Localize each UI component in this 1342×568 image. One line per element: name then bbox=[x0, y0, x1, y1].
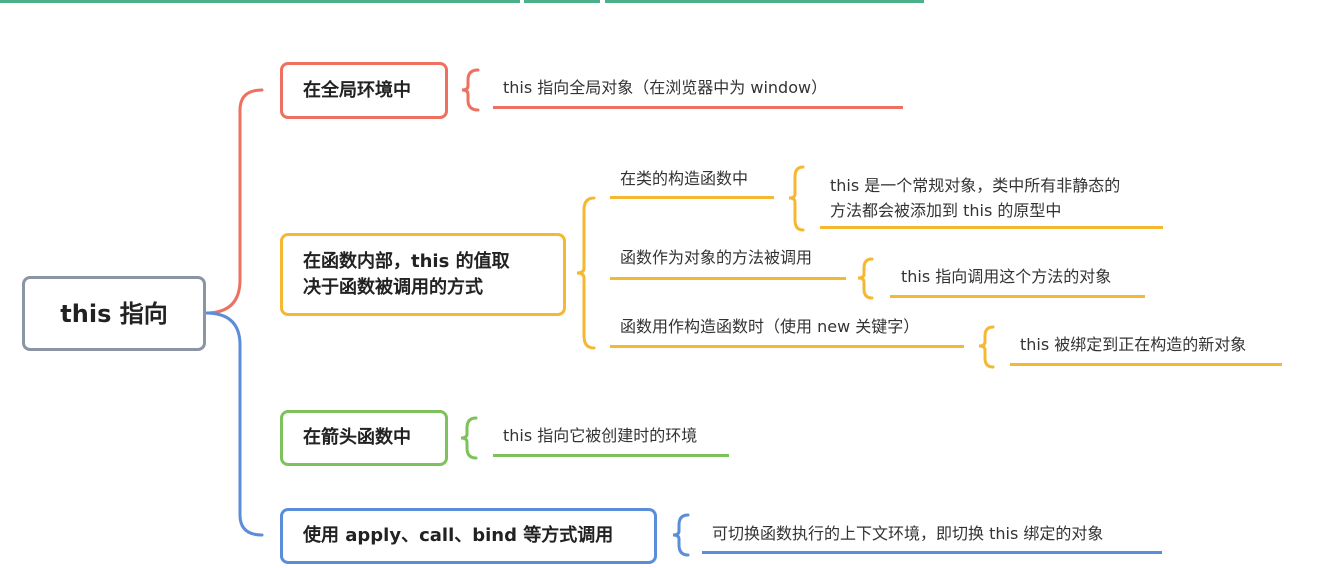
leaf-underline bbox=[493, 454, 729, 457]
sub-item-underline bbox=[610, 277, 846, 280]
sub-item-text: 函数作为对象的方法被调用 bbox=[620, 248, 813, 267]
sub-item-text: 在类的构造函数中 bbox=[620, 169, 749, 188]
branch-label-line: 在函数内部，this 的值取 bbox=[303, 251, 510, 272]
brace-orange-2 bbox=[857, 257, 874, 300]
leaf-text: this 指向全局对象（在浏览器中为 window） bbox=[503, 78, 828, 97]
branch-label-line: 决于函数被调用的方式 bbox=[303, 277, 483, 298]
leaf-underline bbox=[702, 551, 1162, 554]
leaf-text: this 被绑定到正在构造的新对象 bbox=[1020, 335, 1247, 354]
leaf-underline bbox=[890, 295, 1145, 298]
brace-green bbox=[460, 416, 478, 460]
connector-red bbox=[204, 88, 264, 315]
leaf-underline bbox=[1010, 363, 1282, 366]
top-bar-segment bbox=[0, 0, 520, 3]
leaf-line: this 是一个常规对象，类中所有非静态的 bbox=[830, 176, 1121, 195]
root-node[interactable]: this 指向 bbox=[22, 276, 206, 351]
leaf-line: 方法都会被添加到 this 的原型中 bbox=[830, 201, 1062, 220]
branch-arrow[interactable]: 在箭头函数中 bbox=[280, 410, 448, 466]
leaf-text: this 指向调用这个方法的对象 bbox=[901, 267, 1112, 286]
top-bar-segment bbox=[524, 0, 600, 3]
connector-blue bbox=[204, 311, 264, 537]
branch-apply-call-bind[interactable]: 使用 apply、call、bind 等方式调用 bbox=[280, 508, 657, 564]
brace-orange bbox=[576, 196, 596, 350]
top-bar-segment bbox=[605, 0, 924, 3]
leaf-underline bbox=[493, 106, 903, 109]
brace-orange-1 bbox=[788, 165, 805, 232]
branch-global[interactable]: 在全局环境中 bbox=[280, 62, 448, 119]
leaf-text: this 是一个常规对象，类中所有非静态的方法都会被添加到 this 的原型中 bbox=[830, 173, 1120, 223]
brace-red bbox=[461, 68, 480, 112]
branch-function[interactable]: 在函数内部，this 的值取 决于函数被调用的方式 bbox=[280, 233, 566, 316]
leaf-underline bbox=[820, 226, 1163, 229]
sub-item-underline bbox=[610, 345, 964, 348]
branch-label: 使用 apply、call、bind 等方式调用 bbox=[303, 525, 614, 546]
sub-item-underline bbox=[610, 196, 774, 199]
root-label: this 指向 bbox=[60, 299, 168, 328]
leaf-text: this 指向它被创建时的环境 bbox=[503, 426, 698, 445]
brace-orange-3 bbox=[978, 325, 995, 369]
brace-blue bbox=[672, 513, 690, 557]
sub-item-text: 函数用作构造函数时（使用 new 关键字） bbox=[620, 317, 920, 336]
branch-label: 在全局环境中 bbox=[303, 79, 411, 101]
leaf-text: 可切换函数执行的上下文环境，即切换 this 绑定的对象 bbox=[712, 524, 1104, 543]
branch-label: 在箭头函数中 bbox=[303, 427, 411, 448]
